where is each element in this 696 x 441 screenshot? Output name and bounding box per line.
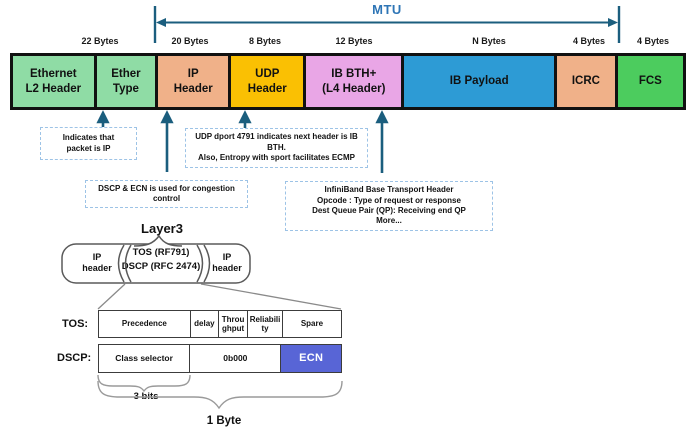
tos-bit-table: Precedence delay Throughput Reliability … [98, 310, 342, 338]
segment-ip-header: IP Header [155, 56, 229, 107]
projection-lines [97, 283, 342, 310]
tos-cell-delay: delay [189, 311, 218, 337]
byte-label-payload: N Bytes [472, 36, 506, 46]
byte-label-fcs: 4 Bytes [636, 36, 670, 46]
capsule-ip-header-right: IP header [212, 252, 242, 274]
note-dscp-ecn: DSCP & ECN is used for congestion contro… [85, 180, 248, 208]
segment-ib-payload: IB Payload [401, 56, 555, 107]
note-indicates-ip: Indicates that packet is IP [40, 127, 137, 160]
tos-cell-reliability: Reliability [247, 311, 282, 337]
capsule-brace-peak [133, 234, 183, 247]
capsule-ip-header-left: IP header [82, 252, 112, 274]
note-udp-dport: UDP dport 4791 indicates next header is … [185, 128, 368, 168]
brace-3-bits [97, 374, 191, 393]
dscp-cell-ecn: ECN [280, 345, 342, 372]
byte-label-ethernet: 22 Bytes [81, 36, 119, 46]
arrow-ethertype [96, 110, 110, 127]
note-infiniband-bth: InfiniBand Base Transport Header Opcode … [285, 181, 493, 231]
segment-fcs: FCS [614, 56, 683, 107]
byte-label-icrc: 4 Bytes [572, 36, 606, 46]
layer3-title: Layer3 [141, 221, 183, 236]
capsule-dscp-label: DSCP (RFC 2474) [121, 261, 201, 272]
arrow-ip-header [160, 110, 174, 172]
arrow-ib-bth [375, 110, 389, 173]
label-1-byte: 1 Byte [206, 415, 242, 427]
dscp-bit-table: Class selector 0b000 ECN [98, 344, 342, 373]
segment-ib-bth: IB BTH+ (L4 Header) [303, 56, 402, 107]
capsule-tos-label: TOS (RF791) [132, 247, 190, 258]
dscp-row-label: DSCP: [57, 352, 92, 364]
byte-label-ip: 20 Bytes [171, 36, 209, 46]
segment-ether-type: Ether Type [93, 56, 156, 107]
segment-udp-header: UDP Header [228, 56, 304, 107]
mtu-arrowheads [156, 18, 618, 27]
dscp-cell-class-selector: Class selector [115, 352, 173, 363]
arrow-udp-header [238, 110, 252, 128]
dscp-cell-0b000: 0b000 [189, 345, 280, 372]
tos-cell-spare: Spare [281, 311, 341, 337]
byte-label-bth: 12 Bytes [335, 36, 373, 46]
mtu-label: MTU [372, 2, 402, 17]
segment-ethernet-l2-header: Ethernet L2 Header [13, 56, 94, 107]
tos-cell-precedence: Precedence [121, 319, 167, 329]
tos-row-label: TOS: [62, 318, 89, 330]
tos-cell-throughput: Throughput [218, 311, 247, 337]
packet-bar: Ethernet L2 Header Ether Type IP Header … [10, 53, 686, 110]
byte-label-udp: 8 Bytes [248, 36, 282, 46]
segment-icrc: ICRC [554, 56, 615, 107]
label-3-bits: 3 bits [133, 391, 159, 402]
